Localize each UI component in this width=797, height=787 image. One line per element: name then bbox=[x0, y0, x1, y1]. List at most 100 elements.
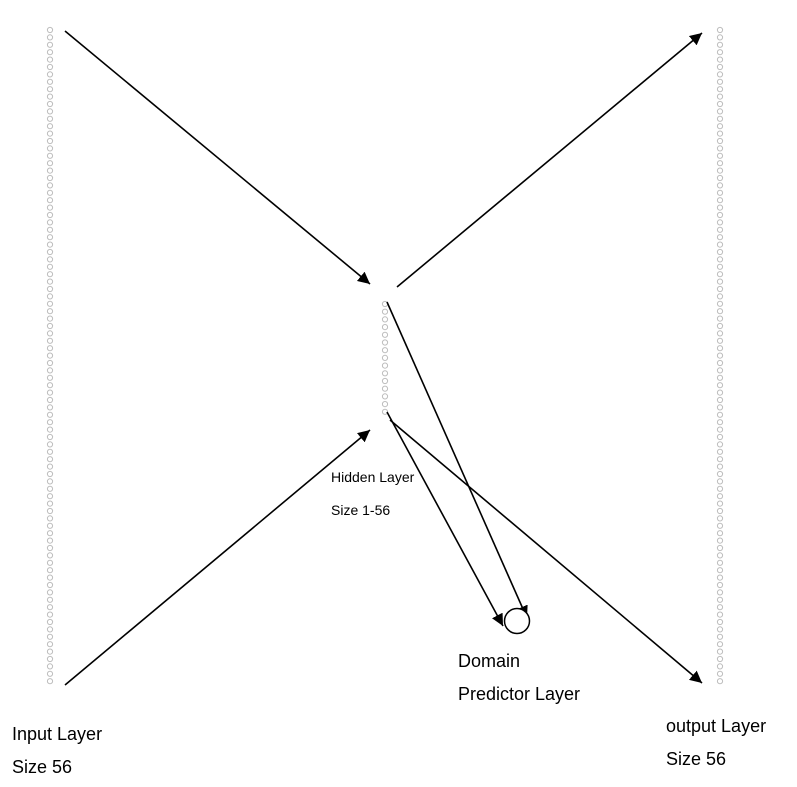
output-node bbox=[716, 522, 724, 529]
input-node bbox=[46, 315, 54, 322]
input-node bbox=[46, 204, 54, 211]
arrow-hidden-bottom-to-domain bbox=[386, 411, 504, 627]
output-node bbox=[716, 604, 724, 611]
output-node bbox=[716, 256, 724, 263]
output-node bbox=[716, 456, 724, 463]
input-node bbox=[46, 359, 54, 367]
input-node bbox=[46, 211, 54, 219]
output-node bbox=[716, 263, 724, 270]
output-node bbox=[716, 618, 724, 626]
output-node bbox=[716, 611, 724, 618]
output-node bbox=[716, 359, 724, 367]
input-node bbox=[46, 115, 54, 122]
input-node bbox=[46, 86, 54, 93]
input-node bbox=[46, 367, 54, 374]
output-node bbox=[716, 26, 724, 34]
input-node bbox=[46, 352, 54, 359]
hidden-node bbox=[381, 316, 389, 323]
input-node bbox=[46, 145, 54, 152]
output-node bbox=[716, 463, 724, 470]
output-node bbox=[716, 322, 724, 330]
output-node bbox=[716, 167, 724, 174]
input-node bbox=[46, 26, 54, 34]
output-node bbox=[716, 382, 724, 389]
output-node bbox=[716, 137, 724, 145]
input-node bbox=[46, 611, 54, 618]
output-node bbox=[716, 655, 724, 663]
output-node bbox=[716, 485, 724, 492]
output-layer-size: Size 56 bbox=[666, 749, 727, 769]
input-node bbox=[46, 507, 54, 515]
input-node bbox=[46, 559, 54, 566]
output-node bbox=[716, 152, 724, 159]
input-node bbox=[46, 241, 54, 248]
input-node bbox=[46, 544, 54, 552]
input-node bbox=[46, 189, 54, 196]
arrow-hidden-top-to-domain bbox=[386, 301, 528, 619]
arrow-hidden-to-output-top bbox=[396, 32, 703, 288]
output-node bbox=[716, 633, 724, 640]
output-node bbox=[716, 293, 724, 300]
hidden-node bbox=[381, 331, 389, 338]
output-node bbox=[716, 626, 724, 633]
output-node bbox=[716, 470, 724, 478]
output-node bbox=[716, 574, 724, 581]
input-node bbox=[46, 382, 54, 389]
output-node bbox=[716, 352, 724, 359]
input-node bbox=[46, 448, 54, 455]
output-node bbox=[716, 115, 724, 122]
input-node bbox=[46, 522, 54, 529]
output-node bbox=[716, 559, 724, 566]
output-node bbox=[716, 441, 724, 448]
output-node bbox=[716, 396, 724, 404]
output-node bbox=[716, 234, 724, 241]
output-node bbox=[716, 100, 724, 108]
output-node bbox=[716, 145, 724, 152]
input-node bbox=[46, 567, 54, 574]
output-node bbox=[716, 367, 724, 374]
input-node bbox=[46, 648, 54, 655]
hidden-node bbox=[381, 401, 389, 408]
arrow-hidden-to-output-bottom bbox=[389, 419, 703, 684]
output-node bbox=[716, 219, 724, 226]
input-node bbox=[46, 71, 54, 78]
output-node bbox=[716, 448, 724, 455]
output-node bbox=[716, 248, 724, 256]
input-node bbox=[46, 596, 54, 603]
input-node bbox=[46, 219, 54, 226]
output-node bbox=[716, 182, 724, 189]
input-node bbox=[46, 515, 54, 522]
input-node bbox=[46, 108, 54, 115]
input-node bbox=[46, 604, 54, 611]
output-node bbox=[716, 271, 724, 278]
output-node bbox=[716, 174, 724, 182]
input-node bbox=[46, 426, 54, 433]
output-node bbox=[716, 197, 724, 204]
input-node bbox=[46, 248, 54, 256]
output-node bbox=[716, 389, 724, 396]
hidden-node bbox=[381, 393, 389, 400]
output-node bbox=[716, 204, 724, 211]
output-node bbox=[716, 426, 724, 433]
hidden-layer-title: Hidden Layer bbox=[331, 469, 415, 485]
hidden-node bbox=[381, 308, 389, 315]
output-node bbox=[716, 34, 724, 41]
input-node bbox=[46, 34, 54, 41]
input-node bbox=[46, 322, 54, 330]
output-node bbox=[716, 507, 724, 515]
arrow-input-top-to-hidden bbox=[64, 30, 371, 285]
output-layer-title: output Layer bbox=[666, 716, 767, 736]
output-node bbox=[716, 56, 724, 63]
output-node bbox=[716, 552, 724, 559]
input-node bbox=[46, 123, 54, 130]
hidden-layer-nodes bbox=[381, 300, 389, 415]
arrow-input-bottom-to-hidden bbox=[64, 429, 371, 686]
domain-predictor-label-line1: Domain bbox=[458, 651, 521, 671]
output-node bbox=[716, 330, 724, 337]
output-node bbox=[716, 567, 724, 574]
input-node bbox=[46, 182, 54, 189]
output-node bbox=[716, 433, 724, 441]
input-node bbox=[46, 278, 54, 285]
input-node bbox=[46, 641, 54, 648]
input-node bbox=[46, 633, 54, 640]
